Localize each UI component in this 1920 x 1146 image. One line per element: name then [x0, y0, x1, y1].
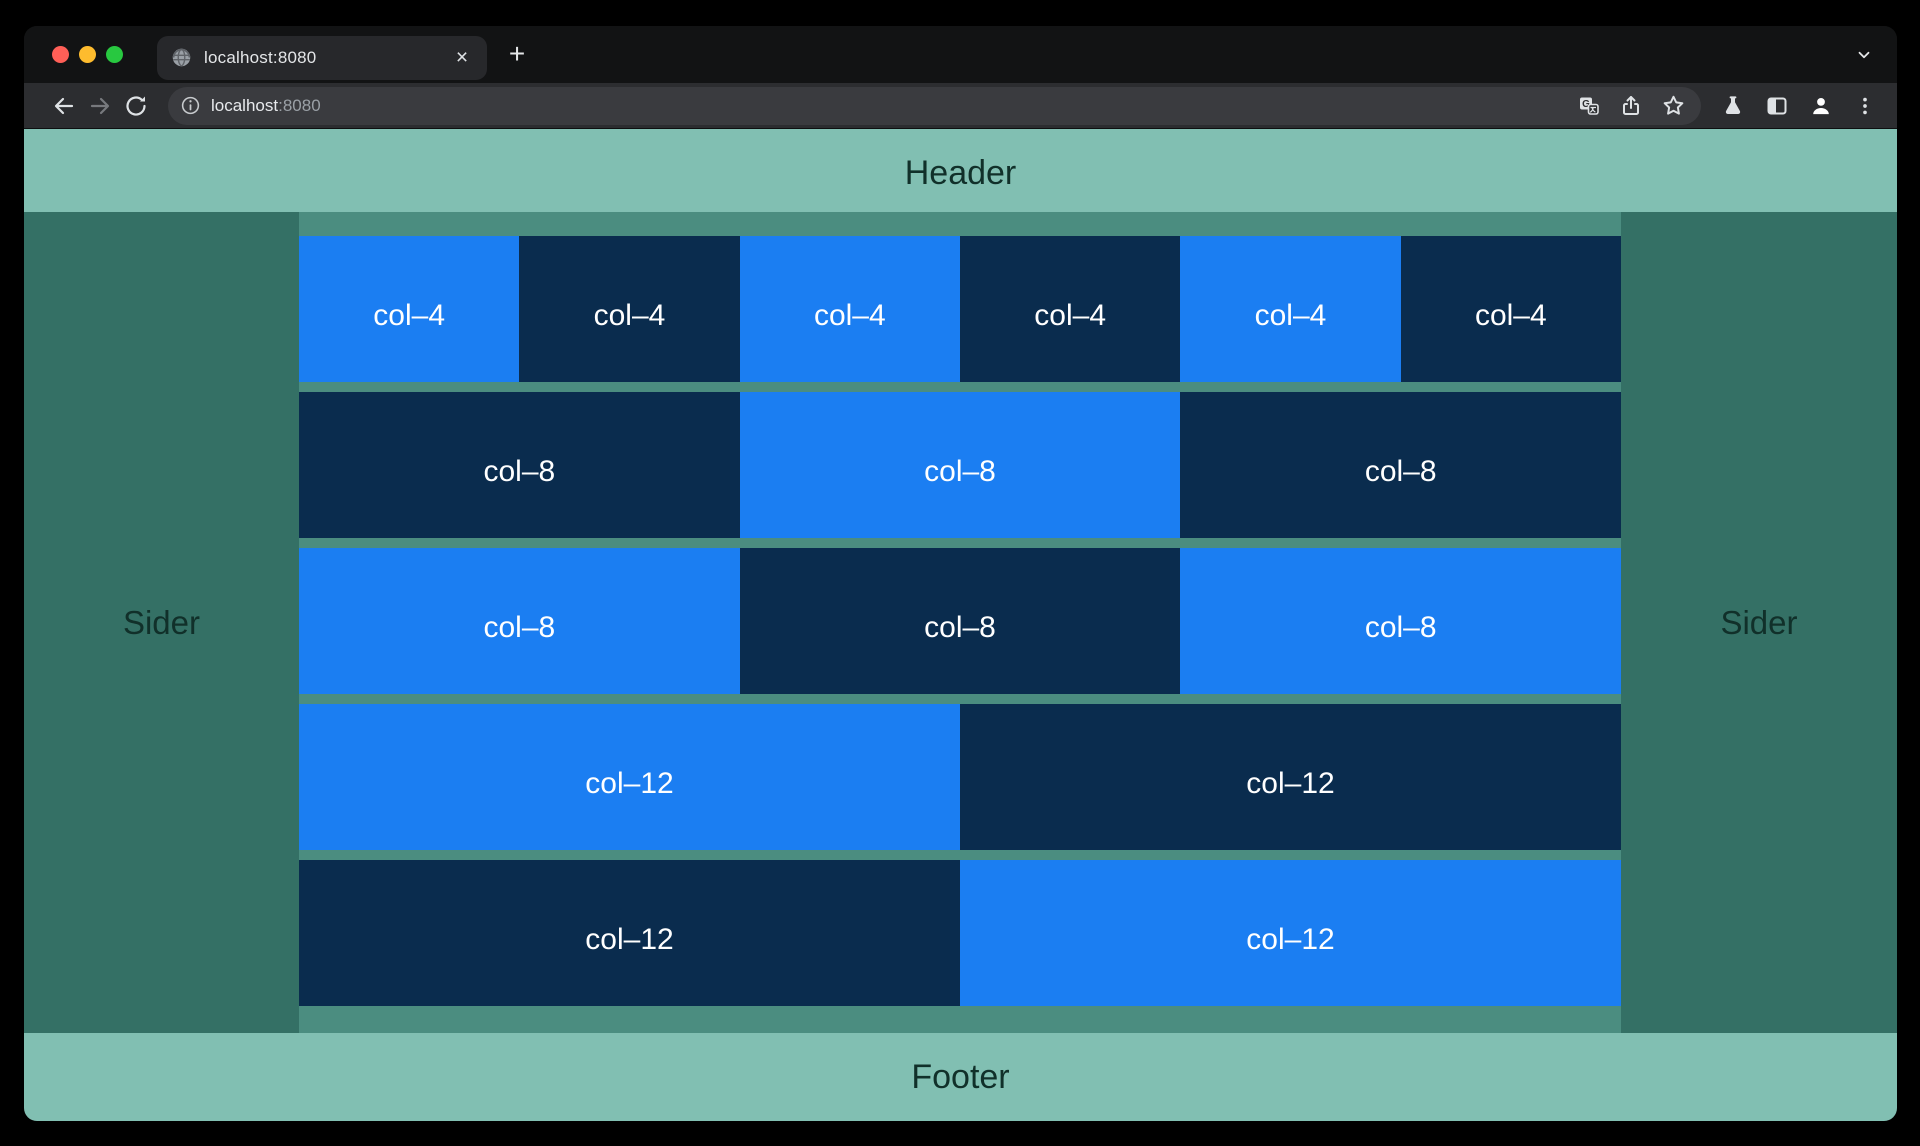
minimize-window-button[interactable]	[79, 46, 96, 63]
grid-col: col–8	[739, 392, 1181, 538]
grid-col: col–8	[1180, 548, 1622, 694]
grid-col: col–4	[1180, 236, 1401, 382]
layout-header: Header	[24, 129, 1897, 212]
grid-col: col–12	[299, 860, 960, 1006]
browser-window: localhost:8080 × +	[24, 26, 1897, 1121]
tab-close-icon[interactable]: ×	[455, 45, 469, 69]
layout-content grid: col–4col–4col–4col–4col–4col–4col–8col–8…	[299, 212, 1622, 1033]
grid-col: col–8	[739, 548, 1181, 694]
menu-dots-icon[interactable]	[1847, 88, 1883, 124]
tab-search-chevron-icon[interactable]	[1847, 38, 1881, 72]
globe-favicon-icon	[171, 47, 192, 68]
grid-col: col–8	[299, 392, 740, 538]
reload-button[interactable]	[118, 88, 154, 124]
layout-footer: Footer	[24, 1033, 1897, 1121]
back-button[interactable]	[46, 88, 82, 124]
tab-strip: localhost:8080 × +	[24, 26, 1897, 83]
grid-col: col–4	[299, 236, 520, 382]
address-bar[interactable]: localhost:8080 G	[168, 86, 1701, 125]
tab-title: localhost:8080	[204, 47, 317, 67]
toolbar-actions	[1715, 88, 1883, 124]
experiments-flask-icon[interactable]	[1715, 88, 1751, 124]
forward-button[interactable]	[82, 88, 118, 124]
omnibox-actions: G	[1571, 88, 1691, 124]
traffic-lights	[52, 46, 123, 63]
share-icon[interactable]	[1613, 88, 1649, 124]
grid-col: col–12	[960, 860, 1621, 1006]
side-panel-icon[interactable]	[1759, 88, 1795, 124]
grid-col: col–12	[299, 704, 960, 850]
grid-col: col–8	[299, 548, 740, 694]
grid-col: col–4	[739, 236, 960, 382]
grid-col: col–4	[519, 236, 740, 382]
zoom-window-button[interactable]	[106, 46, 123, 63]
url-text: localhost:8080	[211, 96, 1571, 116]
translate-icon[interactable]: G	[1571, 88, 1607, 124]
url-port: :8080	[278, 95, 321, 115]
grid-col: col–8	[1180, 392, 1622, 538]
svg-text:G: G	[1582, 99, 1590, 110]
grid-col: col–12	[960, 704, 1621, 850]
browser-toolbar: localhost:8080 G	[24, 83, 1897, 129]
profile-avatar-icon[interactable]	[1803, 88, 1839, 124]
bookmark-star-icon[interactable]	[1655, 88, 1691, 124]
grid-col: col–4	[959, 236, 1181, 382]
site-info-icon[interactable]	[180, 95, 201, 116]
close-window-button[interactable]	[52, 46, 69, 63]
new-tab-button[interactable]: +	[508, 37, 526, 69]
layout-sider-left: Sider	[24, 212, 299, 1033]
layout-sider-right: Sider	[1621, 212, 1897, 1033]
url-host: localhost	[211, 95, 279, 115]
grid-col: col–4	[1400, 236, 1621, 382]
browser-tab[interactable]: localhost:8080 ×	[157, 35, 487, 80]
